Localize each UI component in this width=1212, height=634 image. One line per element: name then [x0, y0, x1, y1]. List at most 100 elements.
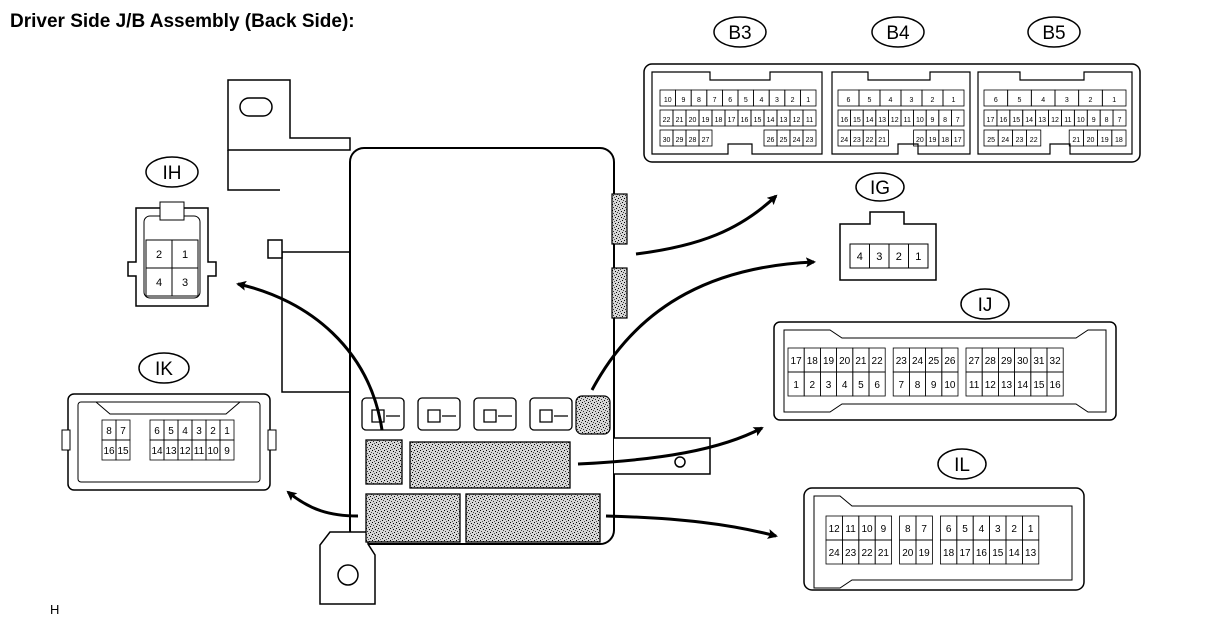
ij-pin: 16 [1050, 380, 1062, 391]
ij-pin: 2 [810, 380, 816, 391]
b3-pin: 10 [664, 97, 672, 104]
ij-pin: 5 [858, 380, 864, 391]
ik-pin: 16 [103, 446, 115, 457]
ij-pin: 24 [912, 356, 924, 367]
il-pin: 3 [995, 524, 1001, 535]
ij-pin: 10 [944, 380, 956, 391]
b3-pin: 9 [681, 97, 685, 104]
ij-pin: 31 [1033, 356, 1045, 367]
ik-pin: 5 [168, 426, 174, 437]
b4-pin: 23 [853, 137, 861, 144]
connector-block-ik-port [365, 493, 461, 543]
ij-pin: 15 [1033, 380, 1045, 391]
ik-pin: 14 [151, 446, 163, 457]
b4-pin: 21 [878, 137, 886, 144]
ik-pin: 6 [154, 426, 160, 437]
b5-pin: 21 [1072, 137, 1080, 144]
b4-pin: 24 [840, 137, 848, 144]
b5-pin-cell [1026, 129, 1042, 147]
connector-b3-label: B3 [728, 23, 751, 44]
arrows [236, 194, 816, 539]
ij-pin: 11 [969, 380, 980, 391]
b4-pin: 9 [931, 117, 935, 124]
ig-pin: 3 [876, 251, 882, 263]
ij-pin: 12 [985, 380, 997, 391]
b5-pin: 7 [1118, 117, 1122, 124]
b4-pin: 2 [931, 97, 935, 104]
b4-pin: 4 [889, 97, 893, 104]
ij-pin: 32 [1050, 356, 1062, 367]
b4-pin: 22 [866, 137, 874, 144]
b5-pin: 17 [987, 117, 995, 124]
b4-pin: 15 [853, 117, 861, 124]
connector-block-ij-port [409, 441, 571, 489]
b3-pin: 12 [793, 117, 801, 124]
b3-pin: 13 [780, 117, 788, 124]
ij-pin: 3 [826, 380, 832, 391]
b5-pin: 19 [1101, 137, 1109, 144]
b3-pin: 16 [741, 117, 749, 124]
il-pin: 6 [946, 524, 952, 535]
connector-block-ig-port [575, 395, 611, 435]
ig-pin: 2 [896, 251, 902, 263]
b5-pin: 14 [1025, 117, 1033, 124]
il-pin: 22 [861, 548, 873, 559]
il-pin: 17 [959, 548, 971, 559]
ih-pin: 2 [156, 249, 162, 261]
b5-pin: 16 [999, 117, 1007, 124]
b4-pin: 10 [916, 117, 924, 124]
ih-pin: 1 [182, 249, 188, 261]
b5-pin: 10 [1077, 117, 1085, 124]
ik-pin: 2 [210, 426, 216, 437]
ij-pin: 28 [985, 356, 997, 367]
b3-pin: 1 [806, 97, 810, 104]
arrow-to-ij [577, 426, 764, 466]
b3-pin: 6 [728, 97, 732, 104]
b5-pin: 4 [1041, 97, 1045, 104]
il-pin: 4 [979, 524, 985, 535]
ik-pin: 15 [117, 446, 129, 457]
b5-pin: 24 [1001, 137, 1009, 144]
b5-pin: 13 [1038, 117, 1046, 124]
b3-pin: 29 [676, 137, 684, 144]
ij-pin: 18 [807, 356, 819, 367]
ij-pin: 21 [855, 356, 867, 367]
b5-pin: 20 [1087, 137, 1095, 144]
b3-pin: 22 [663, 117, 671, 124]
arrow-to-ig [590, 257, 816, 391]
ih-pin: 3 [182, 277, 188, 289]
b5-pin-cell [1101, 89, 1127, 107]
diagram-title: Driver Side J/B Assembly (Back Side): [10, 11, 355, 32]
ik-pin: 1 [224, 426, 230, 437]
b3-pin: 7 [713, 97, 717, 104]
b3-pin-cell [802, 129, 817, 147]
connector-il-label: IL [954, 455, 970, 476]
b3-pin: 14 [767, 117, 775, 124]
ij-pin-cell [1046, 371, 1064, 397]
arrow-to-il [605, 514, 778, 539]
ij-pin: 19 [823, 356, 835, 367]
ig-pin-cell [908, 243, 929, 269]
b4-pin: 11 [904, 117, 911, 124]
b3-pin: 8 [697, 97, 701, 104]
b4-pin: 8 [943, 117, 947, 124]
b3-pin: 25 [780, 137, 788, 144]
ij-pin: 14 [1017, 380, 1029, 391]
b3-pin: 18 [715, 117, 723, 124]
ik-pin-cell [219, 439, 235, 461]
b3-pin: 23 [806, 137, 814, 144]
b5-pin: 8 [1105, 117, 1109, 124]
b3-pin-cell [800, 89, 817, 107]
connector-block-il-port [465, 493, 601, 543]
ik-pin: 9 [224, 446, 230, 457]
b3-pin: 20 [689, 117, 697, 124]
b3-pin: 21 [676, 117, 684, 124]
b5-pin: 22 [1030, 137, 1038, 144]
il-pin: 19 [919, 548, 931, 559]
b5-pin: 3 [1065, 97, 1069, 104]
il-pin-cell [874, 539, 893, 565]
b4-pin-cell [951, 129, 965, 147]
ik-pin: 13 [165, 446, 177, 457]
